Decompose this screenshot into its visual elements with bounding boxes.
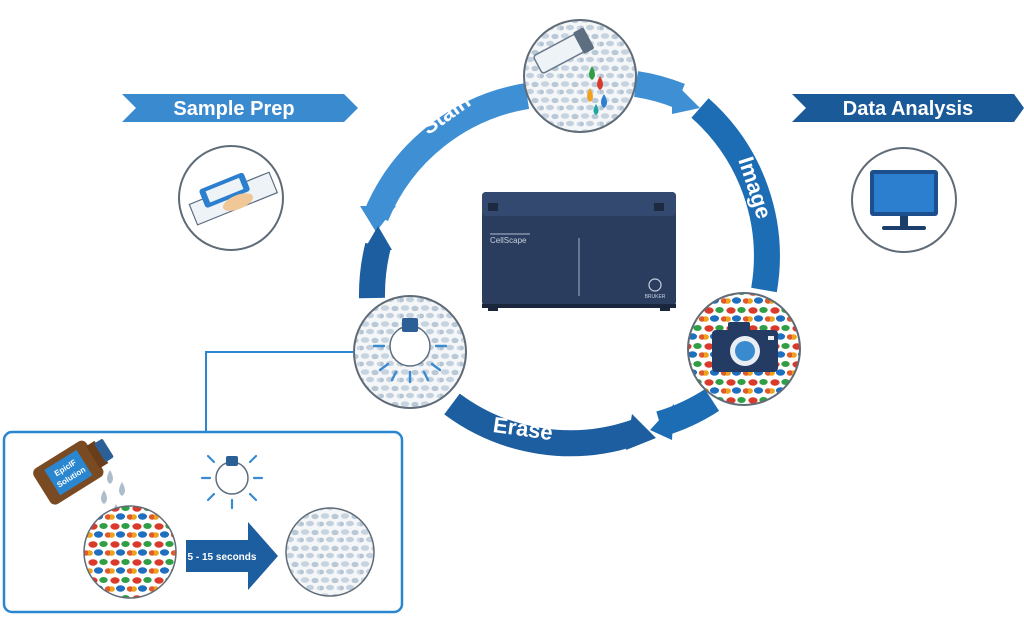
erase-step-circle (353, 295, 467, 409)
data-analysis-label: Data Analysis (843, 98, 973, 120)
epicif-bottle-icon: EpicIF Solution (33, 439, 114, 505)
monitor-icon (870, 170, 938, 230)
erase-arrowhead (626, 414, 656, 450)
image-arrowhead (650, 404, 674, 440)
duration-arrow: 5 - 15 seconds (186, 522, 278, 590)
lightbulb-icon (372, 318, 448, 384)
stain-vial-icon (533, 27, 607, 115)
image-label: Image (733, 154, 776, 222)
camera-icon (712, 322, 778, 372)
sample-prep-circle (178, 145, 284, 251)
data-analysis-banner: Data Analysis (792, 94, 1024, 122)
inset-lightbulb-icon (200, 454, 264, 510)
instrument-brand: BRUKER (645, 294, 666, 300)
inset-connector-line (205, 351, 354, 432)
stain-step-circle (523, 19, 637, 133)
erase-arc-arrow (444, 393, 641, 457)
cellscope-instrument: CellScape BRUKER (482, 192, 676, 311)
data-analysis-circle (851, 147, 957, 253)
image-step-circle (687, 292, 801, 406)
erased-cells-circle (285, 507, 375, 597)
erase-to-stain-arc (358, 242, 391, 299)
duration-label: 5 - 15 seconds (188, 552, 257, 563)
stain-arrowhead (360, 206, 396, 232)
top-arrowhead (672, 80, 700, 114)
stain-arc-arrow (363, 83, 530, 222)
instrument-name: CellScape (490, 236, 527, 245)
sample-prep-label: Sample Prep (173, 98, 294, 120)
erase-up-arrowhead (364, 226, 392, 250)
slide-icon (188, 171, 279, 226)
erase-detail-inset: EpicIF Solution (2, 430, 404, 614)
sample-prep-banner: Sample Prep (122, 94, 358, 122)
stained-cells-circle (83, 505, 177, 599)
image-arc-arrow (691, 98, 780, 293)
